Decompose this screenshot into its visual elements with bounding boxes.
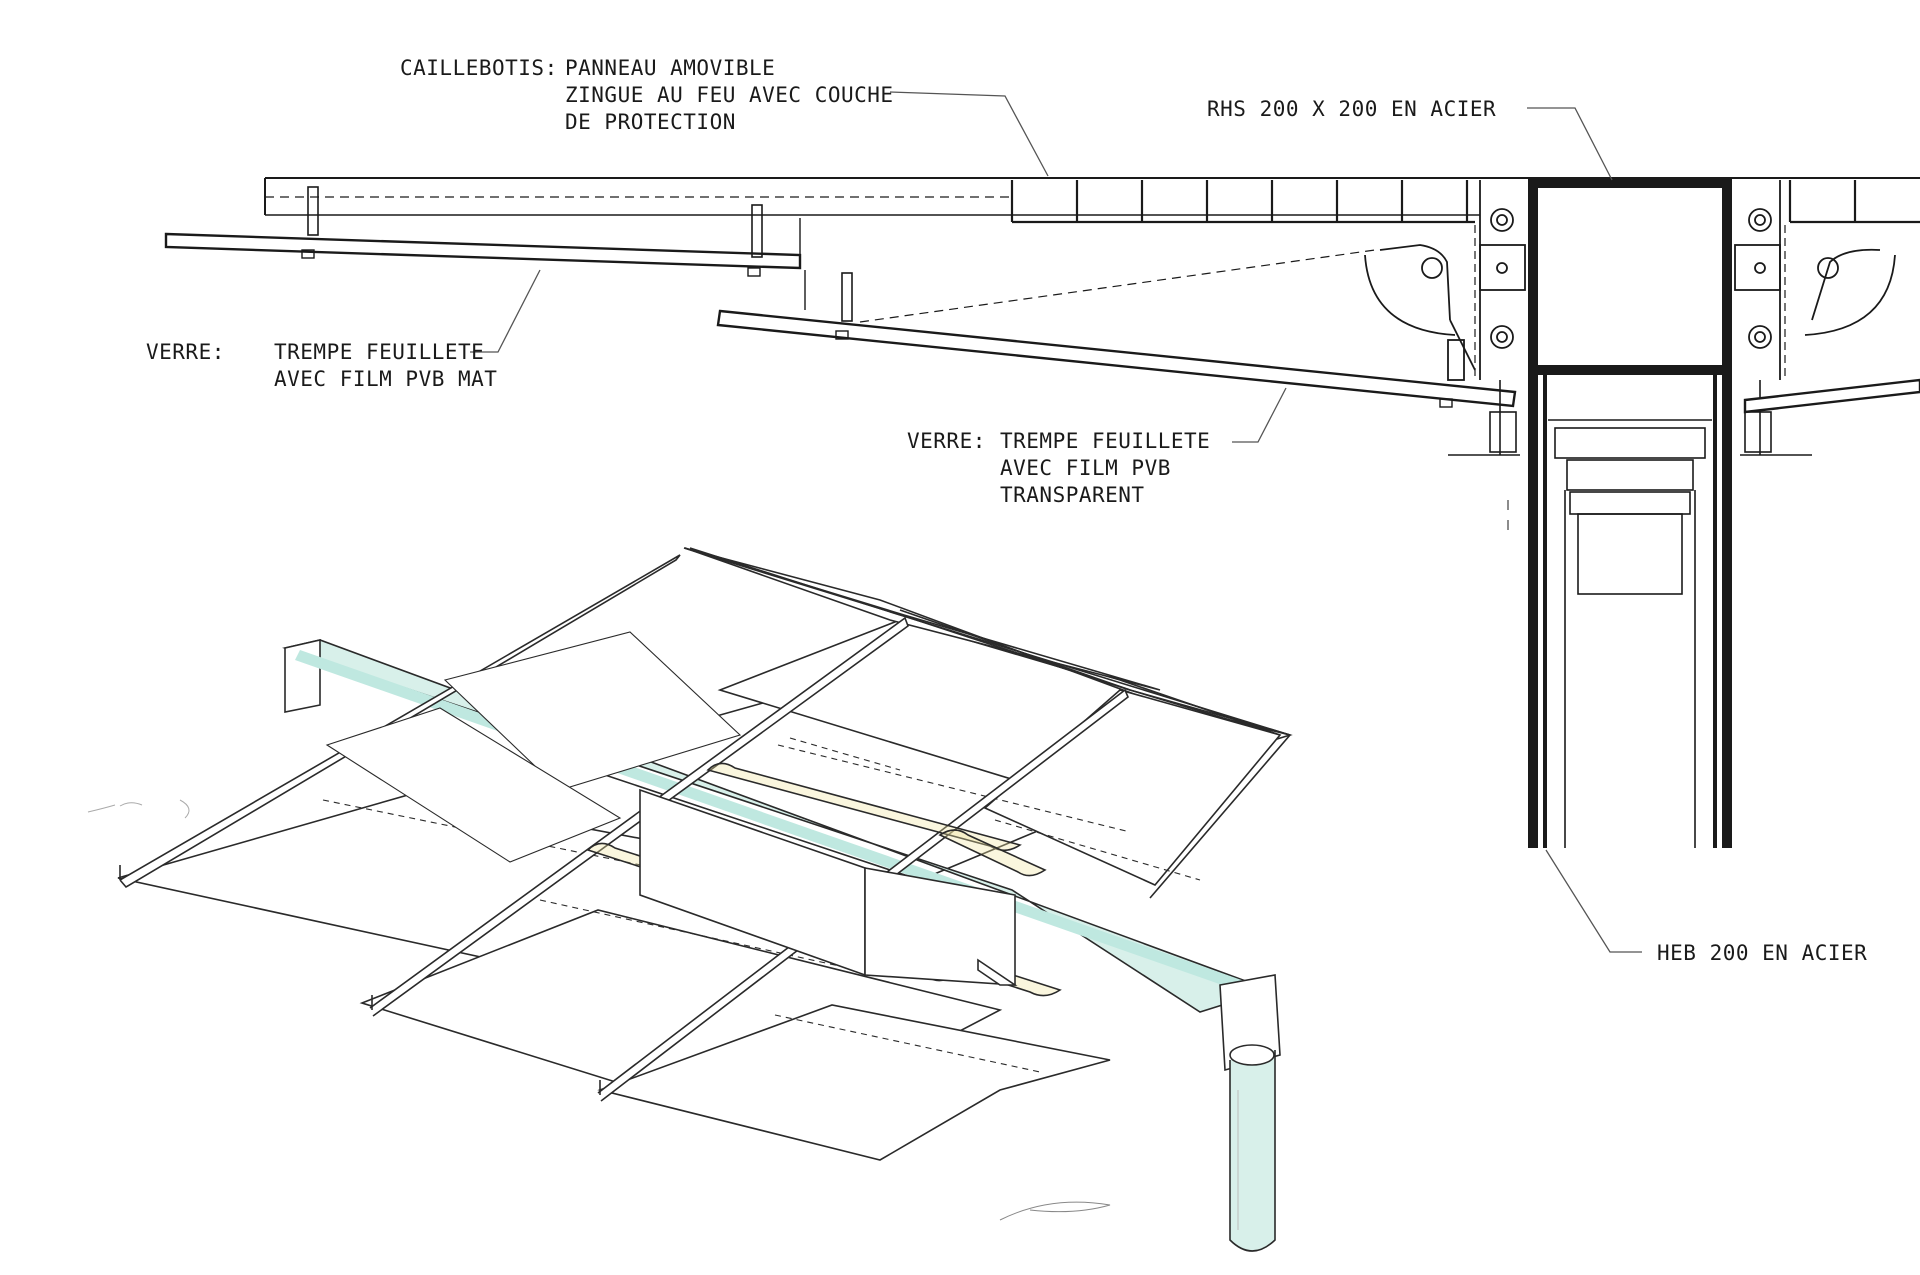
section-drawing (164, 91, 1920, 953)
steel-section-icon (1528, 178, 1732, 375)
connection-plate-right (1734, 180, 1920, 414)
label-heb: HEB 200 EN ACIER (1657, 941, 1868, 965)
label-caillebotis-line-3: DE PROTECTION (565, 110, 736, 134)
hinge-bracket-left (1364, 225, 1476, 381)
label-verre-trans-key: VERRE: (907, 429, 986, 453)
label-verre-mat-key: VERRE: (146, 340, 225, 364)
sketch-column (1219, 974, 1281, 1252)
grating-icon (325, 631, 742, 863)
label-verre-trans-line-2: AVEC FILM PVB (1000, 456, 1171, 480)
label-caillebotis-line-2: ZINGUE AU FEU AVEC COUCHE (565, 83, 894, 107)
label-verre-trans-line-3: TRANSPARENT (1000, 483, 1145, 507)
grating-section (1010, 180, 1920, 224)
leader-lines (470, 91, 1642, 953)
label-verre-mat-line-2: AVEC FILM PVB MAT (274, 367, 498, 391)
bolt-icon (301, 249, 315, 259)
connection-plate-left (1479, 180, 1526, 380)
label-caillebotis-key: CAILLEBOTIS: (400, 56, 558, 80)
bolt-icon (1490, 208, 1514, 232)
label-verre-mat-line-1: TREMPE FEUILLETE (274, 340, 485, 364)
rhs-column (1528, 178, 1732, 848)
heb-section (1448, 380, 1812, 848)
perspective-sketch (87, 547, 1293, 1252)
glass-panel-transparent (716, 249, 1517, 408)
label-verre-trans-line-1: TREMPE FEUILLETE (1000, 429, 1211, 453)
label-caillebotis-line-1: PANNEAU AMOVIBLE (565, 56, 776, 80)
glass-panel-mat (164, 186, 802, 277)
label-rhs: RHS 200 X 200 EN ACIER (1207, 97, 1497, 121)
